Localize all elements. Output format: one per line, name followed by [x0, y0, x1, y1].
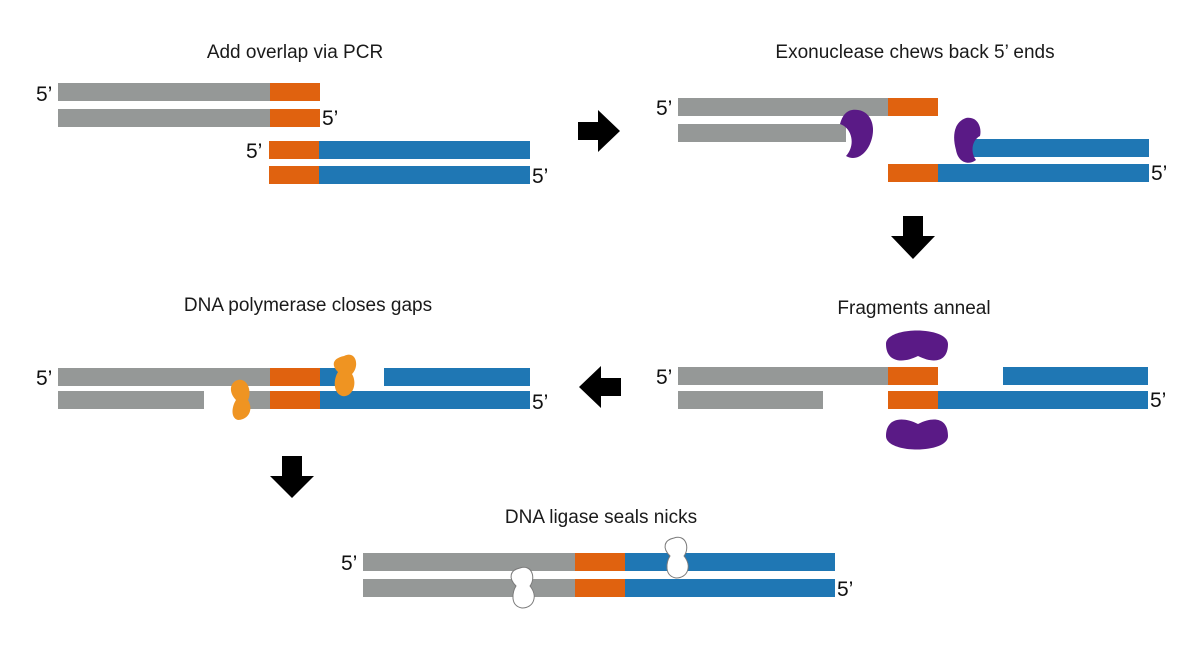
five-prime-label: 5’: [837, 578, 853, 601]
fragment-b-top-strand: [1003, 367, 1148, 385]
process-arrow-icon: [270, 456, 314, 498]
fragment-a-bottom-strand: [363, 579, 575, 597]
overlap-segment: [269, 141, 319, 159]
fragment-a-top-strand: [678, 367, 888, 385]
overlap-segment: [888, 367, 938, 385]
process-arrow-icon: [891, 216, 935, 259]
overlap-segment: [270, 83, 320, 101]
step-title-anneal: Fragments anneal: [837, 298, 990, 319]
overlap-segment: [270, 368, 320, 386]
step-title-add-overlap: Add overlap via PCR: [207, 42, 383, 63]
step-exonuclease: Exonuclease chews back 5’ ends 5’ 5’: [656, 42, 1167, 185]
fragment-b-top-strand: [319, 141, 530, 159]
fragment-a-extension: [245, 391, 270, 409]
overlap-segment: [888, 164, 938, 182]
exonuclease-enzyme-icon: [886, 419, 948, 450]
five-prime-label: 5’: [532, 391, 548, 414]
fragment-a-top-strand: [58, 83, 270, 101]
fragment-b-top-strand: [625, 553, 835, 571]
fragment-a-top-strand: [363, 553, 575, 571]
overlap-segment: [888, 98, 938, 116]
ligase-enzyme-icon: [510, 566, 535, 609]
fragment-a-bottom-strand: [58, 391, 204, 409]
overlap-segment: [269, 166, 319, 184]
overlap-segment: [575, 553, 625, 571]
exonuclease-enzyme-icon: [840, 109, 874, 158]
fragment-a-top-strand: [58, 368, 270, 386]
fragment-a-chewed-strand: [678, 124, 846, 142]
fragment-a-top-strand: [678, 98, 888, 116]
five-prime-label: 5’: [246, 140, 262, 163]
five-prime-label: 5’: [532, 165, 548, 188]
five-prime-label: 5’: [656, 366, 672, 389]
step-title-ligase: DNA ligase seals nicks: [505, 507, 697, 528]
overlap-segment: [575, 579, 625, 597]
five-prime-label: 5’: [341, 552, 357, 575]
fragment-a-bottom-strand: [678, 391, 823, 409]
five-prime-label: 5’: [36, 83, 52, 106]
five-prime-label: 5’: [36, 367, 52, 390]
overlap-segment: [888, 391, 938, 409]
polymerase-enzyme-icon: [333, 354, 357, 397]
five-prime-label: 5’: [322, 107, 338, 130]
exonuclease-enzyme-icon: [954, 117, 981, 163]
step-anneal: Fragments anneal 5’ 5’: [656, 298, 1166, 450]
five-prime-label: 5’: [1151, 162, 1167, 185]
fragment-b-chewed-strand: [970, 139, 1149, 157]
fragment-b-bottom-strand: [320, 391, 530, 409]
fragment-b-top-strand: [384, 368, 530, 386]
fragment-a-bottom-strand: [58, 109, 270, 127]
polymerase-enzyme-icon: [230, 379, 251, 420]
process-arrow-icon: [579, 366, 621, 408]
five-prime-label: 5’: [1150, 389, 1166, 412]
ligase-enzyme-icon: [664, 536, 689, 579]
exonuclease-enzyme-icon: [886, 330, 948, 361]
fragment-b-bottom-strand: [625, 579, 835, 597]
fragment-b-bottom-strand: [319, 166, 530, 184]
overlap-segment: [270, 391, 320, 409]
step-ligase: DNA ligase seals nicks 5’ 5’: [341, 507, 853, 609]
step-title-exonuclease: Exonuclease chews back 5’ ends: [775, 42, 1054, 63]
step-polymerase: DNA polymerase closes gaps 5’ 5’: [36, 295, 548, 420]
overlap-segment: [270, 109, 320, 127]
fragment-b-bottom-strand: [938, 391, 1148, 409]
step-title-polymerase: DNA polymerase closes gaps: [184, 295, 432, 316]
step-add-overlap: Add overlap via PCR 5’ 5’ 5’ 5’: [36, 42, 548, 188]
process-arrow-icon: [578, 110, 620, 152]
fragment-b-bottom-strand: [938, 164, 1149, 182]
five-prime-label: 5’: [656, 97, 672, 120]
